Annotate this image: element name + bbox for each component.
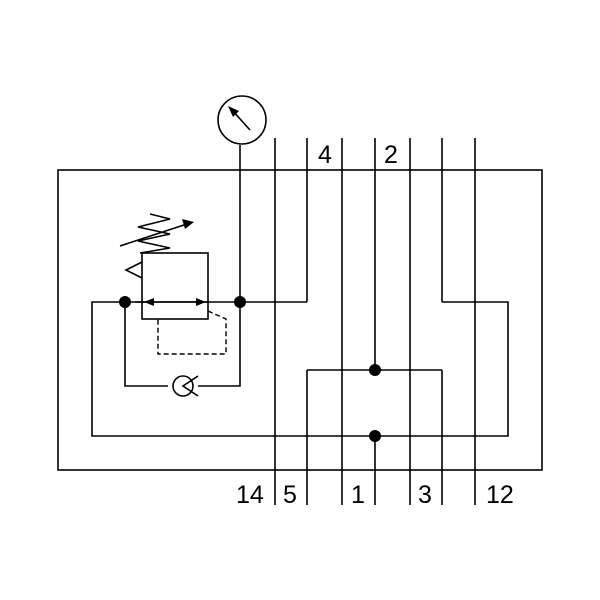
junction-dot (369, 430, 381, 442)
check-valve-bypass-return (198, 302, 241, 387)
junction-dot (234, 296, 246, 308)
port-label-5: 5 (283, 481, 297, 509)
check-valve-bypass-line (124, 302, 168, 387)
left-loop-line (91, 301, 375, 437)
pressure-gauge-icon (217, 95, 267, 145)
pressure-regulator-icon (124, 252, 227, 355)
port-lines (274, 138, 476, 505)
right-loop-line (375, 301, 509, 437)
check-valve-icon (172, 375, 199, 397)
port-label-1: 1 (351, 481, 365, 509)
junction-dot (369, 364, 381, 376)
junction-dot (119, 296, 131, 308)
internal-lines (91, 145, 509, 437)
adjustable-spring-icon (119, 213, 194, 254)
port-label-2: 2 (384, 141, 398, 169)
port-label-4: 4 (318, 141, 332, 169)
port-label-3: 3 (418, 481, 432, 509)
port-label-12: 12 (486, 481, 514, 509)
junction-dots (119, 296, 381, 442)
housing-frame (57, 169, 543, 471)
port-label-14: 14 (236, 481, 264, 509)
